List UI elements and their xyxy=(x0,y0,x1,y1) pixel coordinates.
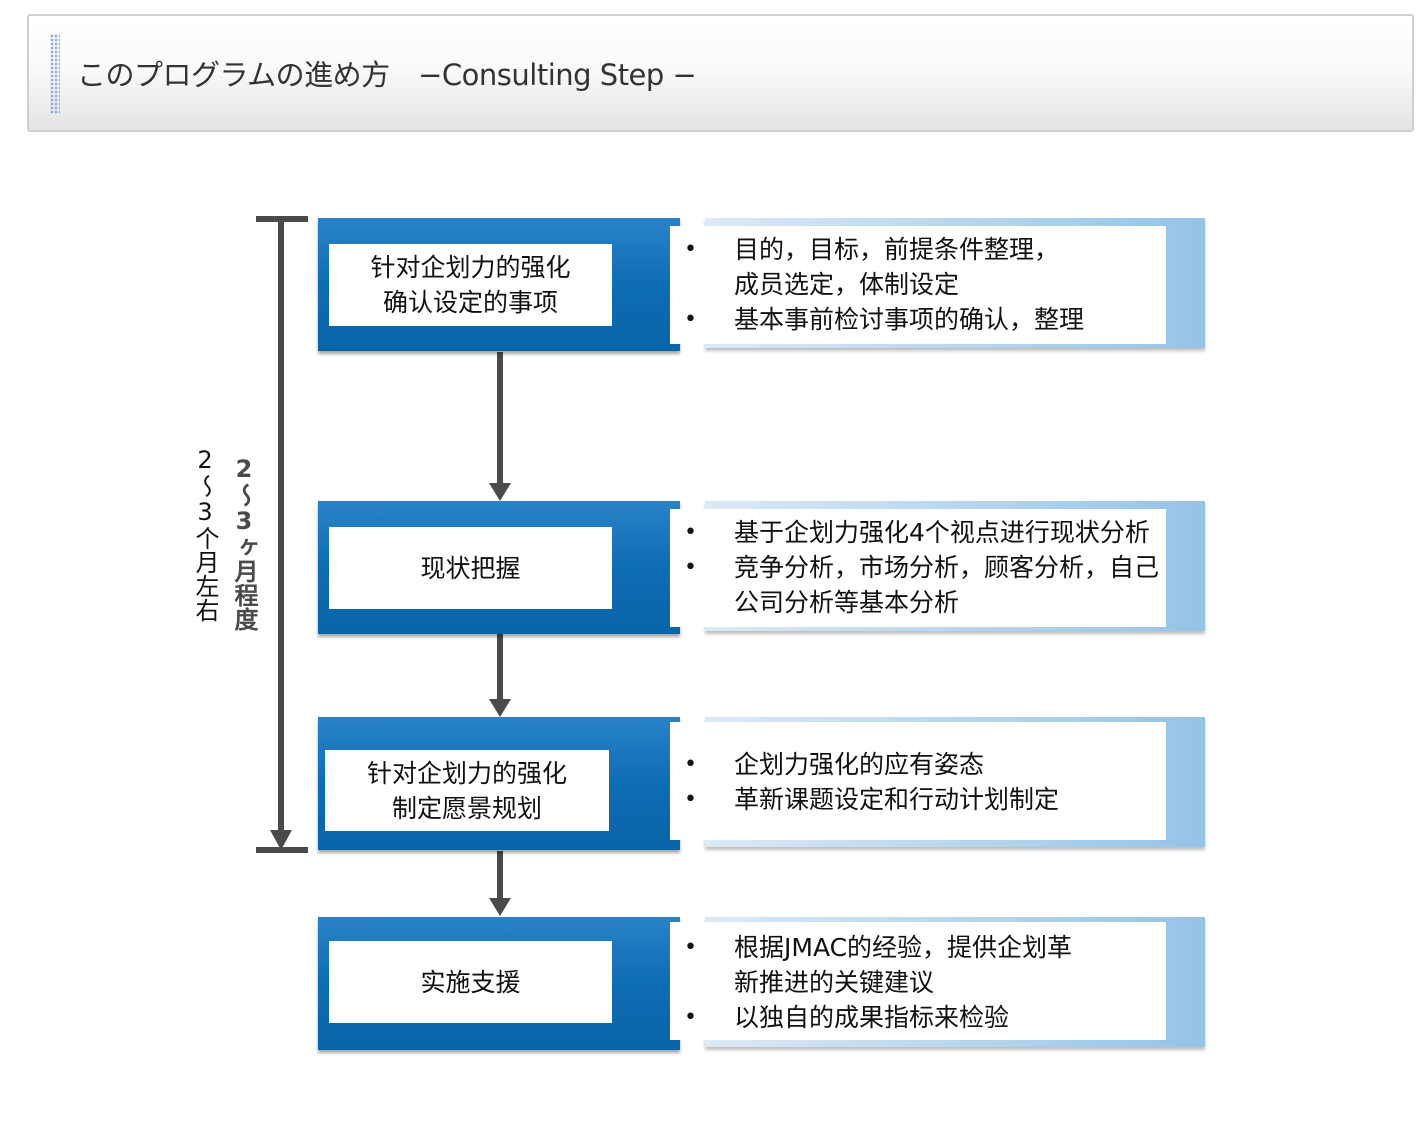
list-item: • 革新课题设定和行动计划制定 xyxy=(670,782,1059,817)
period-label-cn: 2～3个月左右 xyxy=(191,446,219,622)
bullet-text: 目的，目标，前提条件整理， xyxy=(734,235,1060,264)
step-1-label: 针对企划力的强化 确认设定的事项 xyxy=(329,244,612,326)
bullet-icon: • xyxy=(684,752,697,777)
bullet-icon: • xyxy=(684,520,697,545)
bullet-icon: • xyxy=(684,1005,697,1030)
bullet-text: 企划力强化的应有姿态 xyxy=(734,750,985,779)
bullet-text: 成员选定，体制设定 xyxy=(734,270,960,299)
step-2-details: • 基于企划力强化4个视点进行现状分析 • 竞争分析，市场分析，顾客分析，自己 … xyxy=(670,509,1166,627)
flow-connector-1 xyxy=(497,352,503,485)
bullet-text: 公司分析等基本分析 xyxy=(734,588,960,617)
list-item: • 目的，目标，前提条件整理， 成员选定，体制设定 xyxy=(670,232,1084,302)
step-2-label-line-1: 现状把握 xyxy=(420,553,521,583)
step-1-bullet-list: • 目的，目标，前提条件整理， 成员选定，体制设定 • 基本事前检讨事项的确认，… xyxy=(670,232,1084,337)
step-1-label-line-2: 确认设定的事项 xyxy=(382,288,558,317)
bullet-text: 以独自的成果指标来检验 xyxy=(734,1003,1010,1032)
bullet-icon: • xyxy=(684,307,697,332)
step-3-label: 针对企划力的强化 制定愿景规划 xyxy=(325,750,609,831)
arrow-down-icon xyxy=(489,483,511,501)
step-4-details: • 根据JMAC的经验，提供企划革 新推进的关键建议 • 以独自的成果指标来检验 xyxy=(670,922,1166,1040)
period-label-jp: 2～3ヶ月程度 xyxy=(230,455,258,631)
bullet-icon: • xyxy=(684,555,697,580)
arrow-down-icon xyxy=(489,898,511,916)
period-bottom-cap xyxy=(256,847,308,853)
step-3-label-line-2: 制定愿景规划 xyxy=(391,793,542,823)
step-4-label: 实施支援 xyxy=(329,941,612,1023)
dotted-bar-icon xyxy=(50,34,60,114)
page-title: このプログラムの進め方 −Consulting Step − xyxy=(77,58,697,92)
header-banner: このプログラムの進め方 −Consulting Step − xyxy=(27,14,1414,132)
step-3-bullet-list: • 企划力强化的应有姿态 • 革新课题设定和行动计划制定 xyxy=(670,747,1059,817)
flow-connector-3 xyxy=(497,851,503,901)
flow-connector-2 xyxy=(497,634,503,701)
bullet-icon: • xyxy=(684,237,697,262)
bullet-text: 革新课题设定和行动计划制定 xyxy=(734,785,1060,814)
step-2-label: 现状把握 xyxy=(329,527,612,609)
period-top-cap xyxy=(256,216,308,222)
step-4-bullet-list: • 根据JMAC的经验，提供企划革 新推进的关键建议 • 以独自的成果指标来检验 xyxy=(670,930,1072,1035)
list-item: • 基本事前检讨事项的确认，整理 xyxy=(670,302,1084,337)
period-arrow-down-icon xyxy=(270,830,292,850)
step-2-bullet-list: • 基于企划力强化4个视点进行现状分析 • 竞争分析，市场分析，顾客分析，自己 … xyxy=(670,515,1159,620)
step-1-details: • 目的，目标，前提条件整理， 成员选定，体制设定 • 基本事前检讨事项的确认，… xyxy=(670,226,1166,344)
list-item: • 根据JMAC的经验，提供企划革 新推进的关键建议 xyxy=(670,930,1072,1000)
list-item: • 以独自的成果指标来检验 xyxy=(670,1000,1072,1035)
step-3-details: • 企划力强化的应有姿态 • 革新课题设定和行动计划制定 xyxy=(670,722,1166,840)
bullet-icon: • xyxy=(684,787,697,812)
list-item: • 基于企划力强化4个视点进行现状分析 xyxy=(670,515,1159,550)
bullet-text: 竞争分析，市场分析，顾客分析，自己 xyxy=(734,553,1160,582)
bullet-text: 基本事前检讨事项的确认，整理 xyxy=(734,305,1085,334)
step-4-label-line-1: 实施支援 xyxy=(420,967,521,997)
bullet-icon: • xyxy=(684,935,697,960)
period-bar xyxy=(278,221,284,845)
bullet-text: 基于企划力强化4个视点进行现状分析 xyxy=(734,518,1150,547)
step-3-label-line-1: 针对企划力的强化 xyxy=(366,758,567,788)
bullet-text: 根据JMAC的经验，提供企划革 xyxy=(734,933,1073,962)
bullet-text: 新推进的关键建议 xyxy=(734,968,935,997)
list-item: • 竞争分析，市场分析，顾客分析，自己 公司分析等基本分析 xyxy=(670,550,1159,620)
list-item: • 企划力强化的应有姿态 xyxy=(670,747,1059,782)
arrow-down-icon xyxy=(489,699,511,717)
step-1-label-line-1: 针对企划力的强化 xyxy=(370,253,571,282)
